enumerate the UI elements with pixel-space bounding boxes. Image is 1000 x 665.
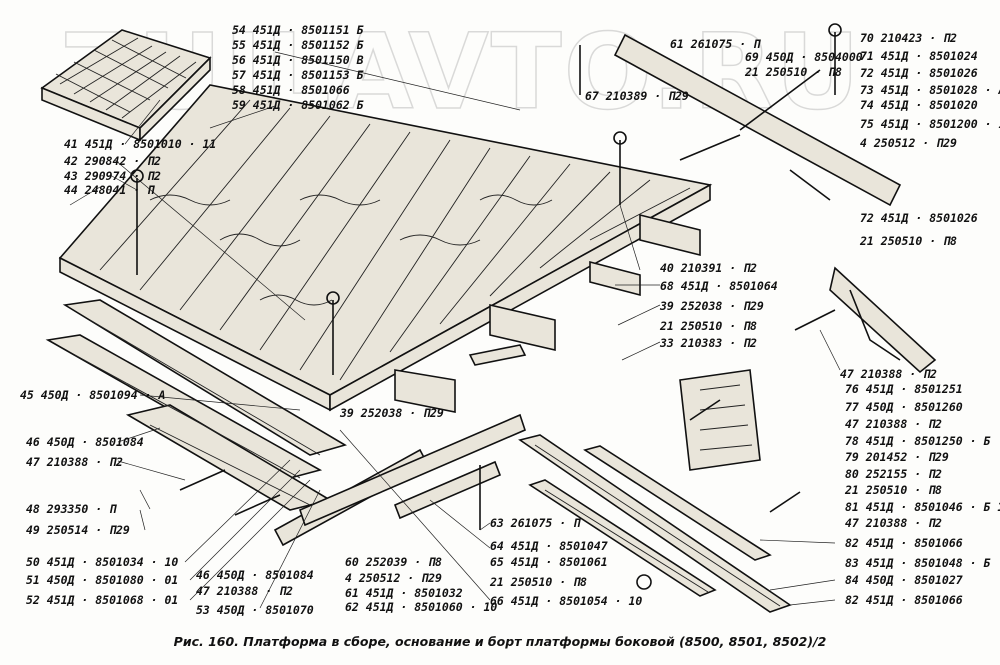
callout-71: 71 451Д · 8501024 (860, 49, 978, 63)
callout-21-top: 21 250510 · П8 (744, 65, 842, 79)
callout-52: 52 451Д · 8501068 · 01 (26, 593, 178, 607)
callout-80: 80 252155 · П2 (845, 467, 942, 481)
platform-floor-illustration (58, 23, 842, 412)
side-bracket-illustration (613, 33, 937, 513)
callout-49: 49 250514 · П29 (26, 523, 130, 537)
callout-50: 50 451Д · 8501034 · 10 (26, 555, 178, 569)
side-board-illustration (45, 299, 526, 547)
callout-43: 43 290974 · П2 (64, 169, 161, 183)
callout-46-left: 46 450Д · 8501084 (26, 435, 144, 449)
callout-47-right-mid: 47 210388 · П2 (845, 417, 942, 431)
callout-63: 63 261075 · П (490, 516, 581, 530)
callout-69: 69 450Д · 8504000 (745, 50, 863, 64)
callout-56: 56 451Д · 8501150 В (232, 53, 364, 67)
callout-21-bottom: 21 250510 · П8 (489, 575, 587, 589)
callout-83: 83 451Д · 8501048 · Б (845, 556, 990, 570)
callout-55: 55 451Д · 8501152 Б (232, 38, 364, 52)
callout-79: 79 201452 · П29 (845, 450, 949, 464)
callout-77: 77 450Д · 8501260 (845, 400, 963, 414)
callout-73: 73 451Д · 8501028 · А (860, 83, 1000, 97)
callout-53: 53 450Д · 8501070 (196, 603, 314, 617)
callout-82-bottom: 82 451Д · 8501066 (845, 593, 963, 607)
callout-39-left: 39 252038 · П29 (339, 406, 444, 420)
callout-60: 60 252039 · П8 (345, 555, 442, 569)
callout-47-left: 47 210388 · П2 (26, 455, 123, 469)
callout-21-mid: 21 250510 · П8 (859, 234, 957, 248)
callout-41: 41 451Д · 8501010 · 11 (64, 137, 216, 151)
callout-47-right-top: 47 210388 · П2 (840, 367, 937, 381)
callout-39-right: 39 252038 · П29 (659, 299, 764, 313)
callout-21-right-low: 21 250510 · П8 (844, 483, 942, 497)
lower-rails-illustration (518, 434, 792, 613)
callout-61: 61 261075 · П (670, 37, 761, 51)
callout-46-bottom: 46 450Д · 8501084 (196, 568, 314, 582)
callout-labels: 61 261075 · П 54 451Д · 8501151 Б 55 451… (20, 23, 1000, 617)
support-blocks-illustration (394, 213, 701, 413)
callout-68: 68 451Д · 8501064 (660, 279, 778, 293)
callout-54: 54 451Д · 8501151 Б (232, 23, 364, 37)
callout-76: 76 451Д · 8501251 (845, 382, 963, 396)
callout-4-bottom: 4 250512 · П29 (345, 571, 442, 585)
callout-64: 64 451Д · 8501047 (490, 539, 608, 553)
leader-lines (69, 51, 841, 609)
callout-47-bottom: 47 210388 · П2 (196, 584, 293, 598)
callout-82-top: 82 451Д · 8501066 (845, 536, 963, 550)
callout-44: 44 248041 · П (64, 183, 155, 197)
callout-72-top: 72 451Д · 8501026 (860, 66, 978, 80)
callout-21-right: 21 250510 · П8 (659, 319, 757, 333)
callout-74: 74 451Д · 8501020 (860, 98, 978, 112)
callout-72-mid: 72 451Д · 8501026 (860, 211, 978, 225)
callout-57: 57 451Д · 8501153 Б (232, 68, 364, 82)
callout-45: 45 450Д · 8501094 · А (20, 388, 165, 402)
callout-78: 78 451Д · 8501250 · Б (845, 434, 990, 448)
callout-70: 70 210423 · П2 (860, 31, 957, 45)
callout-48: 48 293350 · П (26, 502, 117, 516)
callout-33: 33 210383 · П2 (659, 336, 757, 350)
callout-58: 58 451Д · 8501066 (232, 83, 350, 97)
callout-65: 65 451Д · 8501061 (490, 555, 608, 569)
callout-84: 84 450Д · 8501027 (845, 573, 963, 587)
callout-4-top: 4 250512 · П29 (860, 136, 957, 150)
callout-61-bottom: 61 451Д · 8501032 (345, 586, 463, 600)
callout-75: 75 451Д · 8501200 · 11 (860, 117, 1000, 131)
callout-40: 40 210391 · П2 (660, 261, 757, 275)
callout-66: 66 451Д · 8501054 · 10 (490, 594, 642, 608)
callout-51: 51 450Д · 8501080 · 01 (26, 573, 178, 587)
callout-42: 42 290842 · П2 (64, 154, 161, 168)
callout-62: 62 451Д · 8501060 · 10 (345, 600, 497, 614)
figure-caption: Рис. 160. Платформа в сборе, основание и… (174, 634, 827, 649)
callout-67: 67 210389 · П29 (585, 89, 689, 103)
deck-module-illustration (40, 29, 212, 142)
callout-47-right-low: 47 210388 · П2 (845, 516, 942, 530)
callout-81: 81 451Д · 8501046 · Б 11 (845, 500, 1000, 514)
callout-59: 59 451Д · 8501062 Б (232, 98, 364, 112)
